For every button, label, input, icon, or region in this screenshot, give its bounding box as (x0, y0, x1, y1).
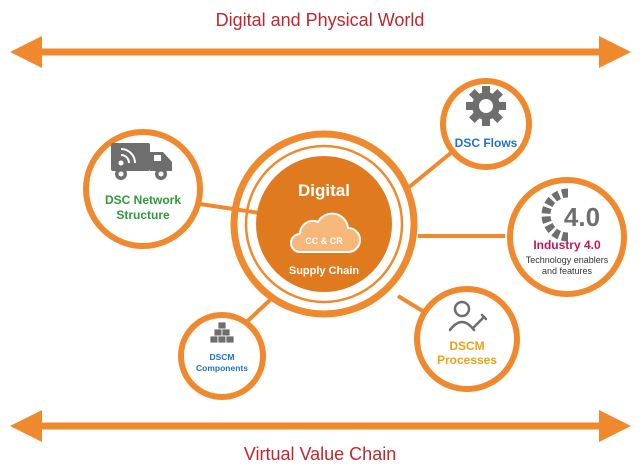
components-label-line1: DSCM (209, 352, 234, 362)
processes-label-line2: Processes (437, 353, 497, 367)
node-industry-40: 4.0 Industry 4.0 Technology enablers and… (507, 177, 627, 297)
top-arrow-label: Digital and Physical World (216, 10, 425, 30)
network-label-line1: DSC Network (105, 193, 181, 207)
connector-lines (199, 150, 505, 334)
node-dscm-processes: DSCM Processes (414, 286, 520, 392)
cloud-icon (290, 212, 361, 253)
center-title: Digital (298, 181, 350, 200)
gear-4-icon: 4.0 (541, 188, 600, 242)
node-dsc-flows: DSC Flows (440, 78, 532, 170)
industry-desc-line2: and features (542, 266, 593, 276)
industry-desc-line1: Technology enablers (526, 255, 609, 265)
node-network-structure: DSC Network Structure (83, 129, 203, 249)
network-label-line2: Structure (116, 208, 170, 222)
processes-label-line1: DSCM (449, 339, 484, 353)
industry-title: Industry 4.0 (533, 238, 601, 252)
person-edit-icon (448, 300, 488, 332)
bottom-double-arrow (10, 410, 631, 442)
top-double-arrow (10, 36, 631, 68)
components-label-line2: Components (196, 363, 248, 373)
center-node: Digital CC & CR Supply Chain (230, 130, 418, 318)
flows-label: DSC Flows (455, 136, 518, 150)
center-subtitle: Supply Chain (289, 265, 360, 277)
industry-icon-text: 4.0 (564, 202, 600, 232)
node-dscm-components: DSCM Components (178, 312, 266, 400)
gear-icon (466, 86, 506, 126)
cloud-label: CC & CR (305, 236, 343, 246)
truck-icon (111, 143, 172, 180)
stacked-boxes-icon (209, 321, 235, 344)
bottom-arrow-label: Virtual Value Chain (244, 444, 396, 464)
